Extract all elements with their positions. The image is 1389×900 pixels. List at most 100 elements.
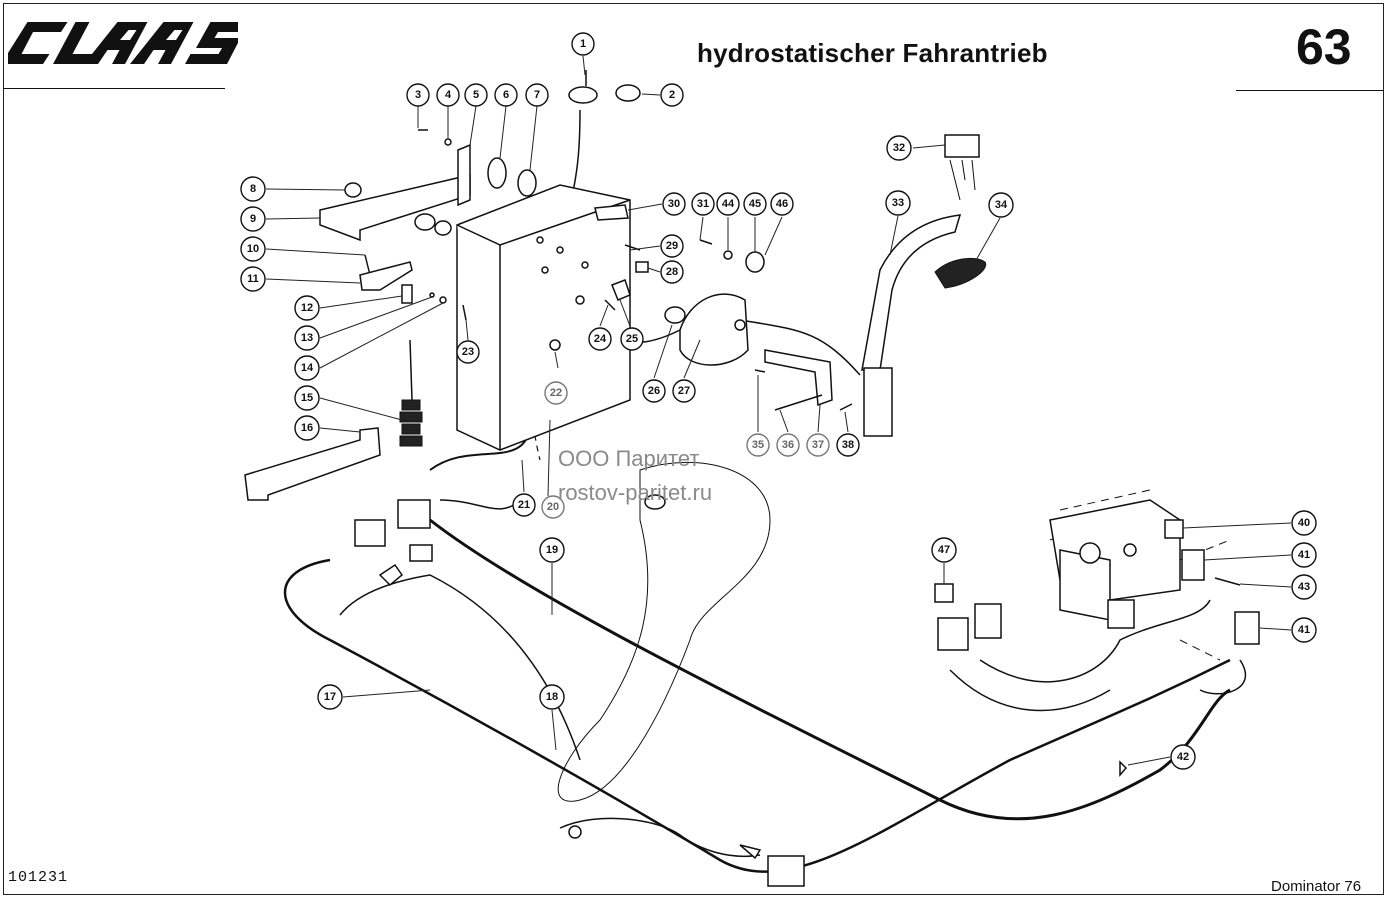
callout-6: 6 bbox=[494, 83, 518, 107]
svg-text:11: 11 bbox=[247, 273, 259, 285]
callout-41-upper: 41 bbox=[1291, 542, 1317, 568]
callout-23: 23 bbox=[456, 340, 480, 364]
callout-3: 3 bbox=[406, 83, 430, 107]
callout-35: 35 bbox=[746, 433, 770, 457]
svg-text:8: 8 bbox=[250, 183, 256, 195]
header-rule-left bbox=[3, 88, 225, 89]
callout-42: 42 bbox=[1170, 744, 1196, 770]
callout-4: 4 bbox=[436, 83, 460, 107]
svg-text:31: 31 bbox=[697, 198, 709, 210]
svg-text:27: 27 bbox=[678, 385, 690, 397]
page-frame bbox=[3, 3, 1384, 895]
callout-28: 28 bbox=[660, 260, 684, 284]
svg-text:10: 10 bbox=[247, 243, 259, 255]
svg-text:15: 15 bbox=[301, 392, 313, 404]
callout-34: 34 bbox=[988, 192, 1014, 218]
control-console bbox=[456, 184, 631, 451]
svg-text:23: 23 bbox=[462, 346, 474, 358]
callout-10: 10 bbox=[240, 236, 266, 262]
svg-text:1: 1 bbox=[580, 38, 586, 50]
svg-text:16: 16 bbox=[301, 422, 313, 434]
svg-text:36: 36 bbox=[782, 439, 794, 451]
callout-44: 44 bbox=[716, 192, 740, 216]
callout-37: 37 bbox=[806, 433, 830, 457]
valve-block bbox=[1049, 499, 1184, 621]
watermark-line-2: rostov-paritet.ru bbox=[558, 480, 713, 505]
gear-lever-bellows-15 bbox=[399, 339, 423, 447]
callout-14: 14 bbox=[294, 355, 320, 381]
callout-16: 16 bbox=[294, 415, 320, 441]
svg-text:24: 24 bbox=[594, 333, 607, 345]
document-number: 101231 bbox=[8, 869, 69, 886]
callout-30: 30 bbox=[662, 192, 686, 216]
svg-text:29: 29 bbox=[666, 240, 678, 252]
svg-text:47: 47 bbox=[938, 544, 950, 556]
svg-text:26: 26 bbox=[648, 385, 660, 397]
callout-19: 19 bbox=[539, 537, 565, 563]
callout-1: 1 bbox=[571, 32, 595, 56]
watermark: ООО Паритет rostov-paritet.ru bbox=[558, 442, 712, 510]
svg-text:37: 37 bbox=[812, 439, 824, 451]
callout-47: 47 bbox=[931, 537, 957, 563]
harness-17-18 bbox=[284, 558, 1231, 873]
svg-text:7: 7 bbox=[534, 89, 540, 101]
svg-text:28: 28 bbox=[666, 266, 678, 278]
page-number: 63 bbox=[1296, 19, 1352, 75]
callout-12: 12 bbox=[294, 295, 320, 321]
svg-text:40: 40 bbox=[1298, 517, 1310, 529]
callout-24: 24 bbox=[588, 327, 612, 351]
bracket-16 bbox=[244, 427, 381, 501]
svg-text:5: 5 bbox=[473, 89, 479, 101]
watermark-line-1: ООО Паритет bbox=[558, 446, 700, 471]
callout-8: 8 bbox=[240, 176, 266, 202]
callout-46: 46 bbox=[770, 192, 794, 216]
svg-text:6: 6 bbox=[503, 89, 509, 101]
svg-text:18: 18 bbox=[546, 691, 558, 703]
svg-text:17: 17 bbox=[324, 691, 336, 703]
svg-text:25: 25 bbox=[626, 333, 638, 345]
svg-text:20: 20 bbox=[547, 501, 559, 513]
callout-13: 13 bbox=[294, 325, 320, 351]
callout-36: 36 bbox=[776, 433, 800, 457]
svg-text:30: 30 bbox=[668, 198, 680, 210]
callout-18: 18 bbox=[539, 684, 565, 710]
svg-text:14: 14 bbox=[301, 362, 314, 374]
svg-text:44: 44 bbox=[722, 198, 735, 210]
svg-text:22: 22 bbox=[550, 387, 562, 399]
svg-text:4: 4 bbox=[445, 89, 452, 101]
header-rule-right bbox=[1236, 90, 1384, 91]
svg-text:38: 38 bbox=[842, 439, 854, 451]
callout-17: 17 bbox=[317, 684, 343, 710]
callout-33: 33 bbox=[885, 190, 911, 216]
callout-27: 27 bbox=[672, 379, 696, 403]
machine-model: Dominator 76 bbox=[1271, 878, 1362, 895]
svg-text:19: 19 bbox=[546, 544, 558, 556]
page-title: hydrostatischer Fahrantrieb bbox=[697, 38, 1048, 68]
callout-38: 38 bbox=[836, 433, 860, 457]
svg-text:41: 41 bbox=[1298, 624, 1310, 636]
svg-text:35: 35 bbox=[752, 439, 764, 451]
callout-45: 45 bbox=[743, 192, 767, 216]
callout-41-lower: 41 bbox=[1291, 617, 1317, 643]
svg-text:3: 3 bbox=[415, 89, 421, 101]
callout-15: 15 bbox=[294, 385, 320, 411]
callout-29: 29 bbox=[660, 234, 684, 258]
svg-text:34: 34 bbox=[995, 199, 1008, 211]
svg-text:33: 33 bbox=[892, 197, 904, 209]
svg-text:9: 9 bbox=[250, 213, 256, 225]
callout-40: 40 bbox=[1291, 510, 1317, 536]
svg-text:32: 32 bbox=[893, 142, 905, 154]
svg-text:13: 13 bbox=[301, 332, 313, 344]
callout-2: 2 bbox=[660, 83, 684, 107]
callout-43: 43 bbox=[1291, 574, 1317, 600]
svg-text:2: 2 bbox=[669, 89, 675, 101]
callout-26: 26 bbox=[642, 379, 666, 403]
svg-text:12: 12 bbox=[301, 302, 313, 314]
callout-20: 20 bbox=[541, 495, 565, 519]
callout-25: 25 bbox=[620, 327, 644, 351]
callout-labels: 1 2 3 4 5 6 7 8 9 10 11 12 13 14 15 16 1… bbox=[240, 32, 1317, 770]
svg-text:42: 42 bbox=[1177, 751, 1189, 763]
svg-text:45: 45 bbox=[749, 198, 761, 210]
